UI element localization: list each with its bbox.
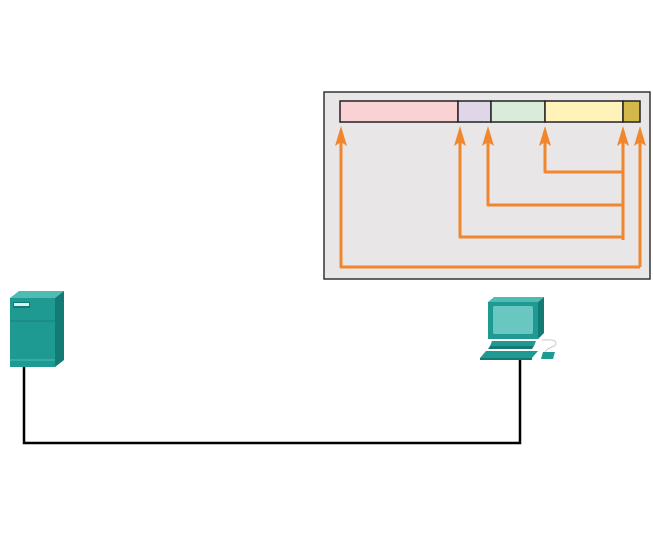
arrowhead-icon	[539, 126, 551, 146]
arrow-to-segment-3	[486, 140, 623, 207]
arrowhead-icon	[634, 126, 646, 146]
arrow-to-segment-4	[543, 140, 623, 174]
arrowhead-icon	[335, 126, 347, 146]
frame-arrows	[339, 140, 642, 269]
frame-bar	[339, 100, 641, 123]
arrow-to-segment-1	[339, 140, 640, 269]
frame-segment-5	[622, 100, 641, 123]
frame-segment-2	[457, 100, 492, 123]
server-icon[interactable]	[10, 291, 64, 367]
frame-segment-1	[339, 100, 459, 123]
arrowhead-icon	[482, 126, 494, 146]
arrowhead-icon	[617, 126, 629, 146]
arrowhead-icon	[454, 126, 466, 146]
network-link	[22, 360, 522, 445]
frame-segment-4	[544, 100, 624, 123]
frame-segment-3	[490, 100, 546, 123]
arrow-to-segment-2	[458, 140, 623, 239]
pc-icon[interactable]	[480, 297, 557, 360]
arrowheads	[335, 126, 646, 146]
